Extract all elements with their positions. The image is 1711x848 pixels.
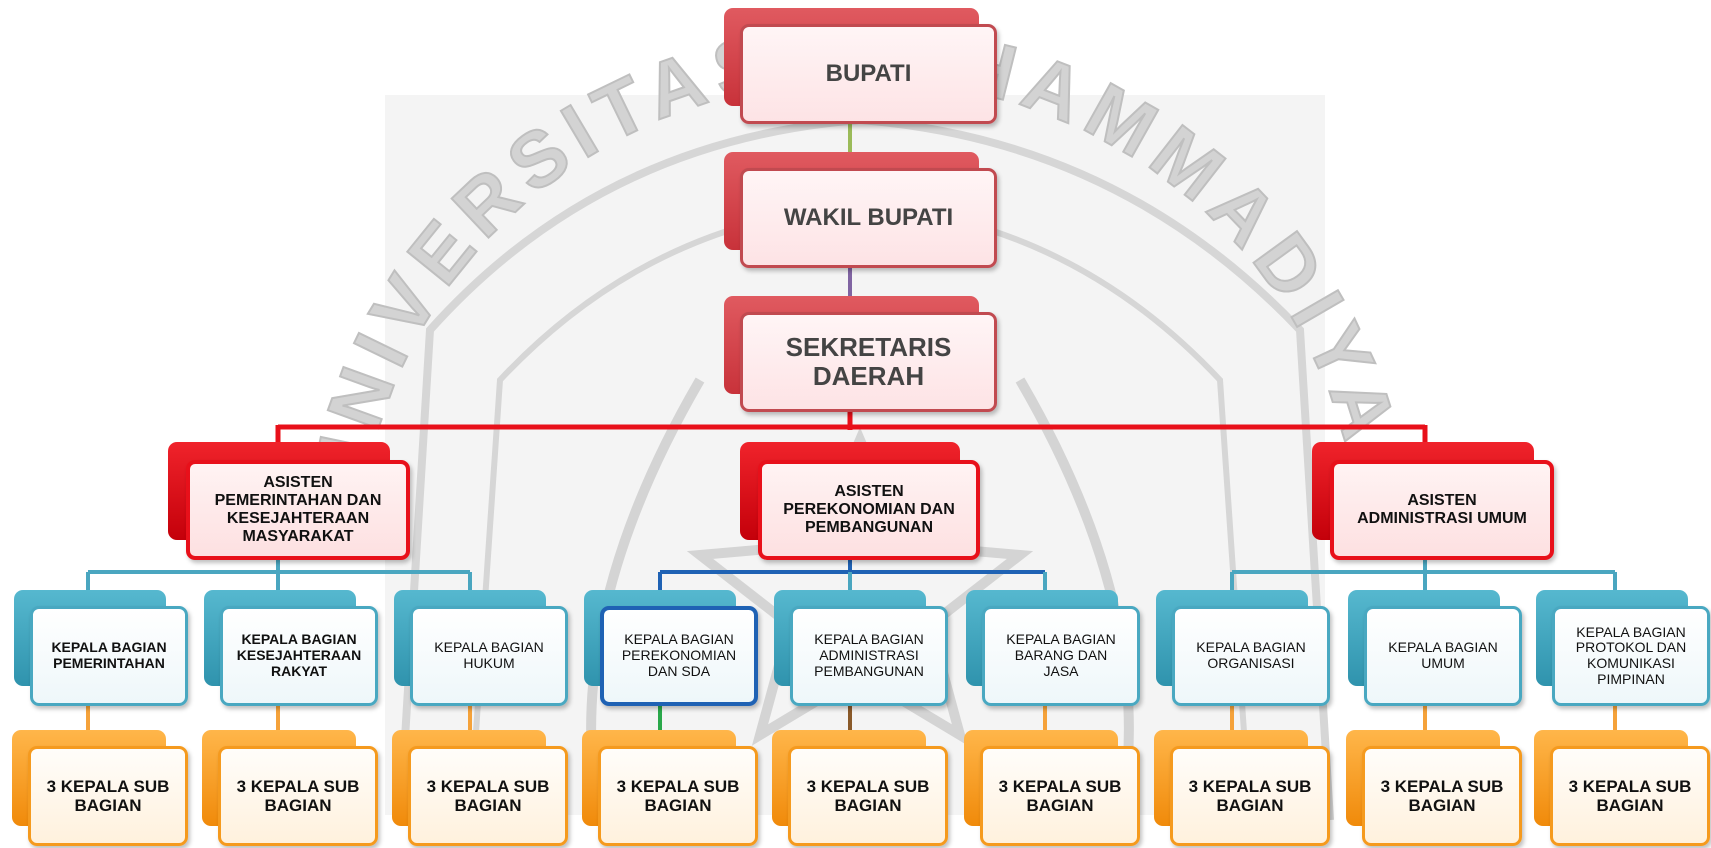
node-kabag-kesejahteraan-rakyat: KEPALA BAGIAN KESEJAHTERAAN RAKYAT xyxy=(204,590,378,706)
node-asisten-pemerintahan-label: ASISTEN PEMERINTAHAN DAN KESEJAHTERAAN M… xyxy=(214,474,382,545)
node-kasubag-9: 3 KEPALA SUB BAGIAN xyxy=(1534,730,1710,846)
node-kabag-umum-label: KEPALA BAGIAN UMUM xyxy=(1388,639,1498,671)
node-kabag-organisasi-label: KEPALA BAGIAN ORGANISASI xyxy=(1196,639,1306,671)
node-kabag-organisasi: KEPALA BAGIAN ORGANISASI xyxy=(1156,590,1330,706)
node-kasubag-8-label: 3 KEPALA SUB BAGIAN xyxy=(1380,776,1504,815)
node-kasubag-4: 3 KEPALA SUB BAGIAN xyxy=(582,730,758,846)
node-kabag-barang-jasa: KEPALA BAGIAN BARANG DAN JASA xyxy=(966,590,1140,706)
node-kasubag-6-label: 3 KEPALA SUB BAGIAN xyxy=(998,776,1122,815)
node-asisten-pemerintahan: ASISTEN PEMERINTAHAN DAN KESEJAHTERAAN M… xyxy=(168,442,410,560)
node-bupati-label: BUPATI xyxy=(825,59,912,87)
node-kasubag-2-label: 3 KEPALA SUB BAGIAN xyxy=(236,776,360,815)
node-kasubag-7: 3 KEPALA SUB BAGIAN xyxy=(1154,730,1330,846)
node-kasubag-4-label: 3 KEPALA SUB BAGIAN xyxy=(616,776,740,815)
node-kasubag-1-label: 3 KEPALA SUB BAGIAN xyxy=(46,776,170,815)
node-kabag-protokol-komunikasi: KEPALA BAGIAN PROTOKOL DAN KOMUNIKASI PI… xyxy=(1536,590,1710,706)
node-asisten-administrasi: ASISTEN ADMINISTRASI UMUM xyxy=(1312,442,1554,560)
node-kabag-kesejahteraan-rakyat-label: KEPALA BAGIAN KESEJAHTERAAN RAKYAT xyxy=(236,631,362,679)
node-wakil-bupati-label: WAKIL BUPATI xyxy=(783,203,954,231)
node-wakil-bupati: WAKIL BUPATI xyxy=(724,152,999,270)
node-kasubag-9-label: 3 KEPALA SUB BAGIAN xyxy=(1568,776,1692,815)
node-kasubag-6: 3 KEPALA SUB BAGIAN xyxy=(964,730,1140,846)
node-bupati: BUPATI xyxy=(724,8,999,126)
node-asisten-perekonomian-label: ASISTEN PEREKONOMIAN DAN PEMBANGUNAN xyxy=(783,483,955,536)
node-sekretaris-daerah-label: SEKRETARIS DAERAH xyxy=(785,331,952,391)
node-asisten-administrasi-label: ASISTEN ADMINISTRASI UMUM xyxy=(1357,492,1527,527)
node-kabag-hukum: KEPALA BAGIAN HUKUM xyxy=(394,590,568,706)
node-kabag-pemerintahan-label: KEPALA BAGIAN PEMERINTAHAN xyxy=(51,639,167,671)
node-sekretaris-daerah: SEKRETARIS DAERAH xyxy=(724,296,999,414)
node-kabag-perekonomian-sda-label: KEPALA BAGIAN PEREKONOMIAN DAN SDA xyxy=(621,631,737,679)
node-kabag-hukum-label: KEPALA BAGIAN HUKUM xyxy=(434,639,544,671)
node-kasubag-3: 3 KEPALA SUB BAGIAN xyxy=(392,730,568,846)
node-kasubag-2: 3 KEPALA SUB BAGIAN xyxy=(202,730,378,846)
node-kabag-protokol-komunikasi-label: KEPALA BAGIAN PROTOKOL DAN KOMUNIKASI PI… xyxy=(1575,623,1687,687)
node-kasubag-5: 3 KEPALA SUB BAGIAN xyxy=(772,730,948,846)
node-kasubag-5-label: 3 KEPALA SUB BAGIAN xyxy=(806,776,930,815)
node-kabag-barang-jasa-label: KEPALA BAGIAN BARANG DAN JASA xyxy=(1006,631,1116,679)
node-kabag-perekonomian-sda: KEPALA BAGIAN PEREKONOMIAN DAN SDA xyxy=(584,590,758,706)
node-kabag-administrasi-pembangunan: KEPALA BAGIAN ADMINISTRASI PEMBANGUNAN xyxy=(774,590,948,706)
node-kabag-administrasi-pembangunan-label: KEPALA BAGIAN ADMINISTRASI PEMBANGUNAN xyxy=(814,631,924,679)
node-kasubag-3-label: 3 KEPALA SUB BAGIAN xyxy=(426,776,550,815)
node-kabag-umum: KEPALA BAGIAN UMUM xyxy=(1348,590,1522,706)
node-kasubag-1: 3 KEPALA SUB BAGIAN xyxy=(12,730,188,846)
node-kabag-pemerintahan: KEPALA BAGIAN PEMERINTAHAN xyxy=(14,590,188,706)
node-kasubag-7-label: 3 KEPALA SUB BAGIAN xyxy=(1188,776,1312,815)
node-kasubag-8: 3 KEPALA SUB BAGIAN xyxy=(1346,730,1522,846)
node-asisten-perekonomian: ASISTEN PEREKONOMIAN DAN PEMBANGUNAN xyxy=(740,442,980,560)
